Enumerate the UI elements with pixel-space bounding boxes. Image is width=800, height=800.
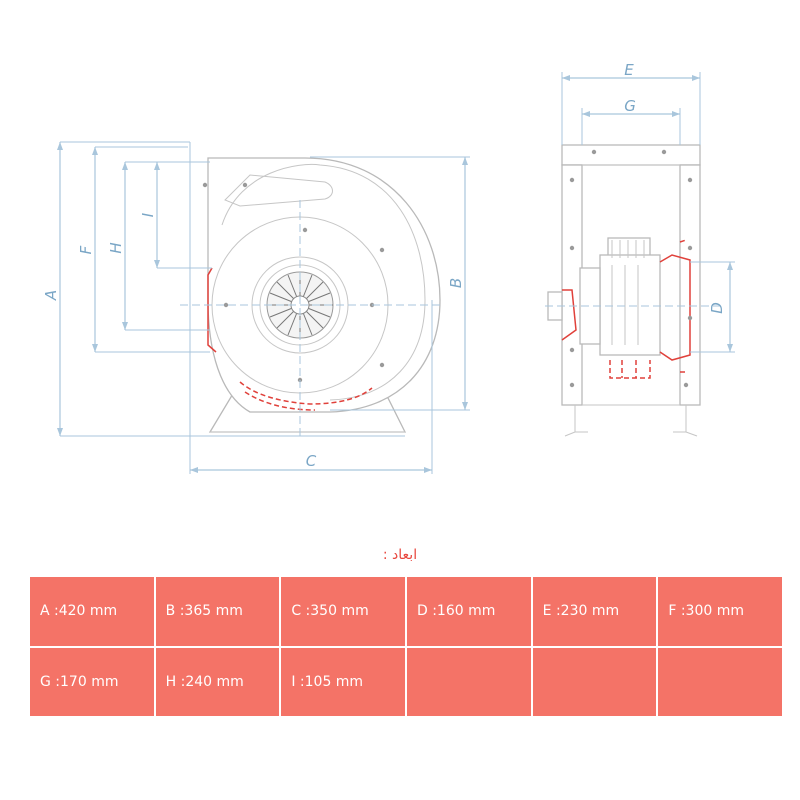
dimension-cell: G :170 mm xyxy=(30,647,154,716)
dimension-cell: E :230 mm xyxy=(532,577,657,646)
dimension-cell: H :240 mm xyxy=(155,647,280,716)
label-c: C xyxy=(306,452,317,470)
label-e: E xyxy=(624,61,634,79)
dimension-cell: A :420 mm xyxy=(30,577,154,646)
label-h: H xyxy=(107,242,125,253)
dimension-cell: B :365 mm xyxy=(155,577,280,646)
label-b: B xyxy=(447,278,465,288)
dimension-cell-empty xyxy=(658,647,782,716)
dimension-cell: I :105 mm xyxy=(281,647,405,716)
dimension-cell-empty xyxy=(406,647,531,716)
dimensions-title: ابعاد : xyxy=(382,547,418,563)
label-i: I xyxy=(139,212,157,217)
dimension-cell-empty xyxy=(532,647,657,716)
dimensions-table: A :420 mm B :365 mm C :350 mm D :160 mm … xyxy=(30,577,782,716)
label-a: A xyxy=(42,290,60,301)
label-f: F xyxy=(77,245,95,254)
side-view: E G D xyxy=(545,61,735,437)
fan-dimension-drawing: A F H I B C xyxy=(42,61,735,474)
dimension-cell: F :300 mm xyxy=(658,577,782,646)
dimension-cell: C :350 mm xyxy=(281,577,405,646)
label-d: D xyxy=(708,302,726,314)
dimension-cell: D :160 mm xyxy=(406,577,531,646)
label-g: G xyxy=(624,97,636,115)
front-view: A F H I B C xyxy=(42,141,470,474)
